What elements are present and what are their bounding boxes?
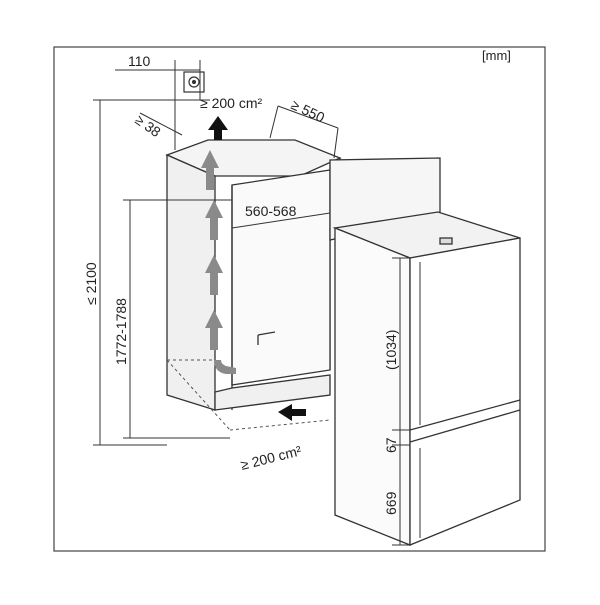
dim-niche-height: 1772-1788 bbox=[113, 298, 129, 365]
dim-niche-depth: ≥ 550 bbox=[289, 96, 328, 125]
vent-symbol bbox=[183, 71, 205, 93]
fridge-appliance bbox=[332, 211, 521, 546]
plinth-dashed bbox=[166, 359, 331, 431]
dim-niche-width: 560-568 bbox=[245, 203, 297, 219]
dim-lower-door: 669 bbox=[383, 491, 399, 515]
unit-label: [mm] bbox=[482, 48, 511, 63]
top-vent-arrow bbox=[208, 116, 228, 140]
dim-total-height: ≤ 2100 bbox=[83, 262, 99, 305]
dim-gap-top: ≥ 38 bbox=[132, 111, 164, 140]
dim-upper-door: (1034) bbox=[383, 330, 399, 370]
solid-arrows bbox=[208, 116, 306, 421]
cabinet-niche bbox=[165, 139, 441, 411]
dim-vent-top-area: ≥ 200 cm² bbox=[200, 95, 262, 111]
bottom-vent-arrow bbox=[278, 404, 306, 421]
frame-border bbox=[53, 46, 546, 552]
dim-110: 110 bbox=[128, 53, 151, 69]
dim-door-gap: 67 bbox=[383, 437, 399, 453]
dimension-lines bbox=[93, 60, 410, 546]
dim-vent-bottom-area: ≥ 200 cm² bbox=[239, 442, 303, 473]
airflow-arrows bbox=[201, 150, 236, 374]
